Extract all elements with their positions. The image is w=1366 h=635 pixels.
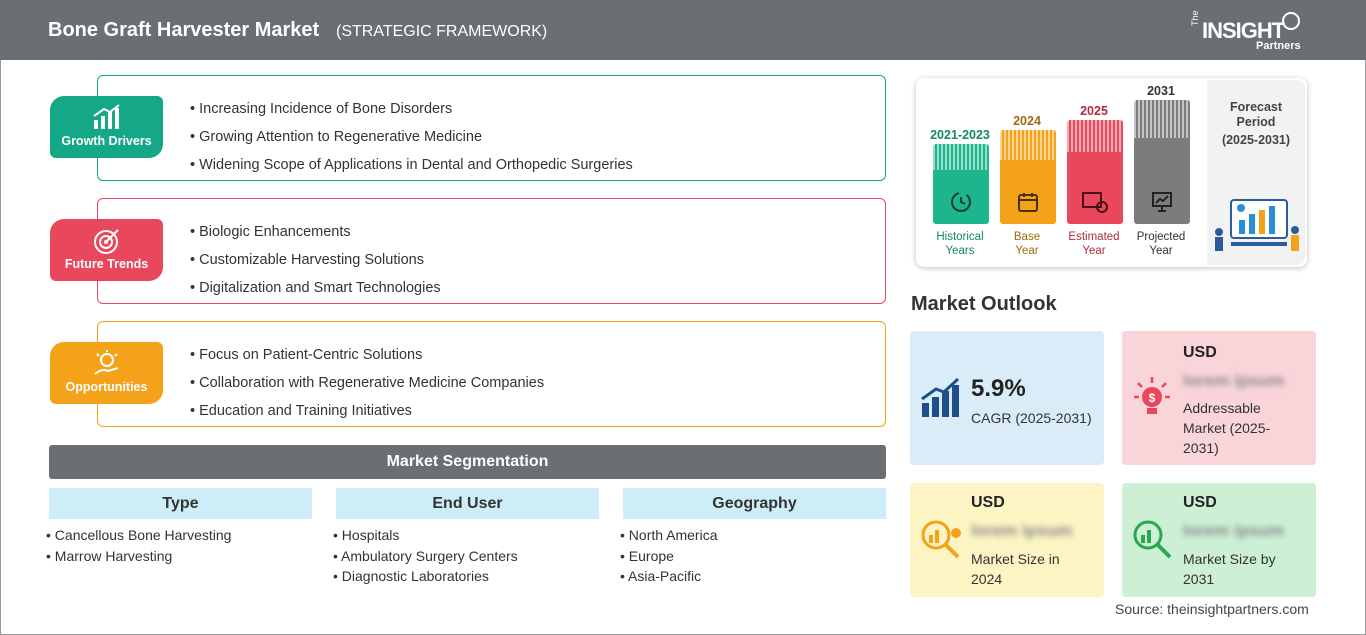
opportunities-box: Focus on Patient-Centric Solutions Colla…	[97, 321, 886, 427]
growth-drivers-list: Increasing Incidence of Bone Disorders G…	[190, 95, 633, 179]
header-bar: Bone Graft Harvester Market (STRATEGIC F…	[0, 0, 1366, 60]
list-item: Widening Scope of Applications in Dental…	[190, 151, 633, 179]
list-item: Marrow Harvesting	[46, 546, 231, 567]
forecast-panel: Forecast Period (2025-2031)	[1207, 80, 1305, 265]
list-item: Increasing Incidence of Bone Disorders	[190, 95, 633, 123]
list-item: Education and Training Initiatives	[190, 397, 544, 425]
list-item: Europe	[620, 546, 718, 567]
market-size-2024-card: USD lorem ipsum Market Size in 2024	[910, 483, 1104, 597]
market-outlook-title: Market Outlook	[911, 293, 1057, 315]
logo-ring-icon	[1282, 12, 1300, 30]
addressable-line1: Addressable	[1183, 400, 1261, 416]
cagr-card: 5.9% CAGR (2025-2031)	[910, 331, 1104, 465]
size-2024-currency: USD	[971, 494, 1005, 511]
segment-heading-end-user: End User	[336, 488, 599, 519]
svg-text:$: $	[1149, 391, 1156, 405]
addressable-line3: 2031)	[1183, 440, 1219, 456]
segment-list-end-user: Hospitals Ambulatory Surgery Centers Dia…	[333, 525, 518, 587]
size-2031-currency: USD	[1183, 494, 1217, 511]
year-2021-2023: 2021-2023	[930, 128, 990, 142]
future-trends-badge: Future Trends	[50, 219, 163, 281]
magnifier-chart-icon	[1133, 520, 1172, 559]
base-year-bar	[1000, 130, 1056, 224]
growth-chart-icon	[921, 377, 960, 417]
segment-heading-type: Type	[49, 488, 312, 519]
list-item: Digitalization and Smart Technologies	[190, 274, 441, 302]
target-icon	[94, 229, 119, 254]
list-item: Customizable Harvesting Solutions	[190, 246, 441, 274]
addressable-market-card: USD lorem ipsum $ Addressable Market (20…	[1122, 331, 1316, 465]
projected-year-label-line2: Year	[1149, 245, 1173, 257]
historical-label-line1: Historical	[936, 231, 984, 243]
page-subtitle: (STRATEGIC FRAMEWORK)	[336, 23, 548, 40]
projected-year-label-line1: Projected	[1136, 231, 1186, 243]
logo-wordmark: INSIGHT	[1202, 18, 1285, 43]
growth-drivers-badge: Growth Drivers	[50, 96, 163, 158]
forecast-label-line2: Period	[1236, 115, 1276, 129]
growth-drivers-label: Growth Drivers	[61, 134, 152, 148]
growth-drivers-box: Increasing Incidence of Bone Disorders G…	[97, 75, 886, 181]
projected-year-bar	[1134, 100, 1190, 224]
year-2031: 2031	[1147, 84, 1175, 98]
forecast-period: (2025-2031)	[1221, 133, 1291, 147]
estimated-year-bar	[1067, 120, 1123, 224]
list-item: Diagnostic Laboratories	[333, 566, 518, 587]
historical-label-line2: Years	[945, 245, 975, 257]
future-trends-label: Future Trends	[64, 257, 149, 271]
opportunities-badge: Opportunities	[50, 342, 163, 404]
segment-list-geography: North America Europe Asia-Pacific	[620, 525, 718, 587]
presentation-board-icon	[1152, 192, 1172, 212]
logo-prefix: The	[1190, 10, 1200, 26]
list-item: Hospitals	[333, 525, 518, 546]
historical-bar	[933, 144, 989, 224]
estimated-year-label-line2: Year	[1082, 245, 1106, 257]
future-trends-box: Biologic Enhancements Customizable Harve…	[97, 198, 886, 304]
calendar-icon	[1018, 193, 1038, 212]
list-item: Cancellous Bone Harvesting	[46, 525, 232, 546]
segment-list-type: Cancellous Bone Harvesting Marrow Harves…	[46, 525, 232, 567]
addressable-value: lorem ipsum	[1183, 371, 1285, 390]
history-clock-icon	[951, 192, 971, 212]
list-item: Collaboration with Regenerative Medicine…	[190, 369, 544, 397]
segment-heading-geography: Geography	[623, 488, 886, 519]
addressable-line2: Market (2025-	[1183, 420, 1271, 436]
future-trends-list: Biologic Enhancements Customizable Harve…	[190, 218, 441, 302]
size-2024-line1: Market Size in	[971, 551, 1060, 567]
logo-partners: Partners	[1256, 40, 1301, 52]
size-2031-line2: 2031	[1183, 571, 1215, 587]
analytics-people-icon	[1215, 199, 1299, 251]
magnifier-chart-icon	[921, 520, 961, 559]
market-size-2031-card: USD lorem ipsum Market Size by 2031	[1122, 483, 1316, 597]
addressable-currency: USD	[1183, 344, 1217, 361]
insight-partners-logo[interactable]: The INSIGHT Partners	[1190, 10, 1310, 54]
size-2031-value: lorem ipsum	[1183, 521, 1285, 540]
list-item: Ambulatory Surgery Centers	[333, 546, 518, 567]
base-year-label-line1: Base	[1013, 231, 1041, 243]
lightbulb-hand-icon	[94, 350, 119, 375]
year-2025: 2025	[1080, 104, 1108, 118]
list-item: North America	[620, 525, 718, 546]
opportunities-label: Opportunities	[65, 380, 148, 394]
opportunities-list: Focus on Patient-Centric Solutions Colla…	[190, 341, 544, 425]
size-2024-line2: 2024	[971, 571, 1003, 587]
growth-chart-icon	[93, 104, 120, 129]
page-title: Bone Graft Harvester Market	[48, 19, 320, 41]
size-2024-value: lorem ipsum	[971, 521, 1073, 540]
segmentation-title: Market Segmentation	[49, 445, 886, 479]
size-2031-line1: Market Size by	[1183, 551, 1276, 567]
year-2024: 2024	[1013, 114, 1041, 128]
estimated-year-label-line1: Estimated	[1068, 231, 1120, 243]
timeline-card: Forecast Period (2025-2031) 2021-2023 Hi…	[916, 78, 1307, 267]
list-item: Biologic Enhancements	[190, 218, 441, 246]
source-credit[interactable]: Source: theinsightpartners.com	[1115, 601, 1309, 617]
list-item: Focus on Patient-Centric Solutions	[190, 341, 544, 369]
dollar-bulb-icon: $	[1134, 377, 1170, 414]
forecast-label-line1: Forecast	[1229, 100, 1283, 114]
gear-chart-icon	[1082, 192, 1108, 213]
cagr-value: 5.9%	[971, 375, 1026, 402]
cagr-label: CAGR (2025-2031)	[971, 410, 1092, 426]
base-year-label-line2: Year	[1015, 245, 1039, 257]
list-item: Growing Attention to Regenerative Medici…	[190, 123, 633, 151]
list-item: Asia-Pacific	[620, 566, 718, 587]
